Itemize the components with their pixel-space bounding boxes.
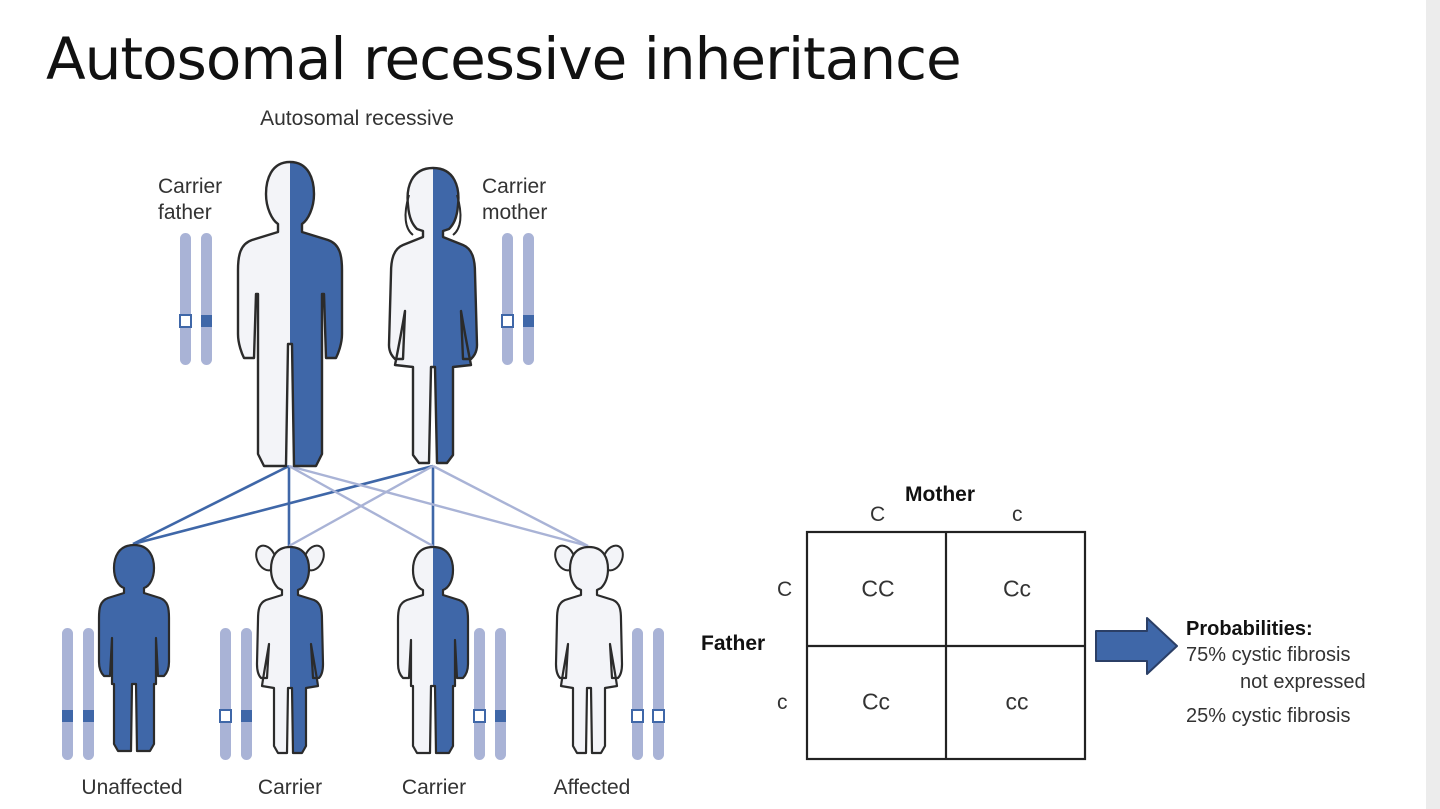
probabilities-heading: Probabilities: (1186, 618, 1313, 640)
chromosome-pair-carrier-boy (473, 628, 506, 760)
punnett-cell-bottom-right: cc (1005, 688, 1029, 715)
inheritance-lines (132, 464, 589, 548)
probability-line-1: 75% cystic fibrosis (1186, 644, 1351, 667)
chromosome-pair-affected (631, 628, 665, 760)
child-label-carrier-boy: Carrier (401, 776, 467, 799)
carrier-boy-figure (396, 545, 470, 755)
father-allele-2: c (777, 691, 788, 714)
probabilities-panel: Probabilities: 75% cystic fibrosis not e… (1186, 616, 1366, 730)
mother-allele-2: c (1012, 503, 1023, 526)
chromosome-pair-carrier-girl (219, 628, 252, 760)
probability-line-2: not expressed (1240, 670, 1366, 693)
carrier-mother-figure (387, 166, 479, 465)
punnett-square-grid (805, 530, 1087, 761)
mother-allele-1: C (870, 503, 886, 526)
probability-line-3: 25% cystic fibrosis (1186, 705, 1351, 728)
punnett-cell-top-left: CC (861, 575, 895, 602)
right-arrow-icon (1095, 617, 1178, 675)
carrier-father-figure (236, 160, 344, 468)
diagram-caption: Autosomal recessive (260, 107, 454, 130)
carrier-father-label: Carrier father (158, 175, 223, 225)
carrier-mother-label: Carrier mother (482, 175, 548, 225)
father-axis-label: Father (701, 632, 766, 655)
punnett-cell-top-right: Cc (1002, 575, 1032, 602)
slide-title: Autosomal recessive inheritance (46, 25, 962, 93)
chromosome-pair-unaffected (62, 628, 94, 760)
mother-axis-label: Mother (905, 483, 975, 506)
affected-girl-figure (550, 541, 628, 755)
chromosome-pair-mother (501, 233, 534, 365)
chromosome-pair-father (179, 233, 212, 365)
father-allele-1: C (777, 578, 793, 601)
child-label-affected: Affected (553, 776, 631, 799)
punnett-cell-bottom-left: Cc (861, 688, 891, 715)
carrier-girl-figure (251, 541, 329, 755)
child-label-unaffected: Unaffected (81, 776, 183, 799)
child-label-carrier-girl: Carrier (257, 776, 323, 799)
unaffected-child-figure (97, 543, 171, 753)
slide-edge-strip (1426, 0, 1440, 809)
